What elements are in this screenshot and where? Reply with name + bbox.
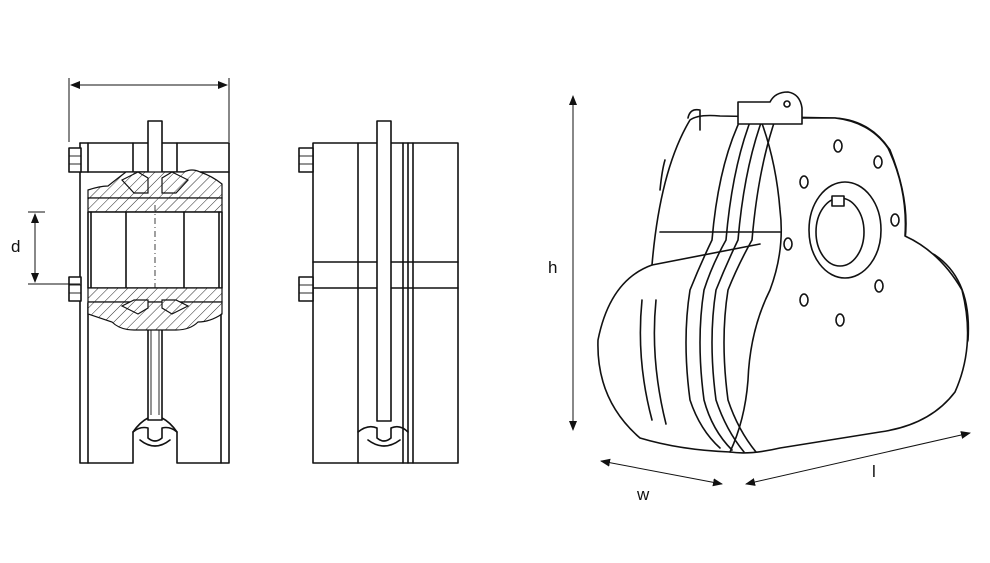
length-label: l	[872, 462, 876, 481]
left-plate	[79, 142, 149, 464]
section-view: d	[11, 78, 230, 464]
shaft-bore	[815, 197, 865, 267]
front-plate	[729, 117, 969, 454]
side-bolt-lower	[298, 276, 314, 302]
bolt-hole	[873, 155, 883, 169]
side-bolt-upper	[298, 147, 314, 173]
upper-hub-section	[87, 169, 223, 199]
bolt-hole	[874, 279, 884, 293]
bolt-upper	[68, 147, 82, 173]
right-plate	[161, 142, 230, 464]
bolt-hole	[835, 313, 845, 327]
bolt-lower	[68, 276, 82, 302]
top-lug	[737, 91, 803, 125]
bolt-hole	[799, 175, 809, 189]
width-dimension-line-iso	[600, 458, 723, 487]
bolt-hole	[833, 139, 843, 153]
width-label: w	[636, 485, 650, 504]
bolt-hole	[783, 237, 793, 251]
isometric-view: h w l	[548, 91, 971, 504]
keyway	[831, 195, 845, 207]
length-dimension-line	[745, 431, 971, 486]
bolt-hole	[890, 213, 900, 227]
height-label: h	[548, 258, 557, 277]
diameter-label: d	[11, 237, 20, 256]
lower-hub-section	[87, 301, 223, 331]
bolt-hole	[799, 293, 809, 307]
side-center-disc	[376, 120, 392, 422]
side-view	[298, 120, 459, 464]
